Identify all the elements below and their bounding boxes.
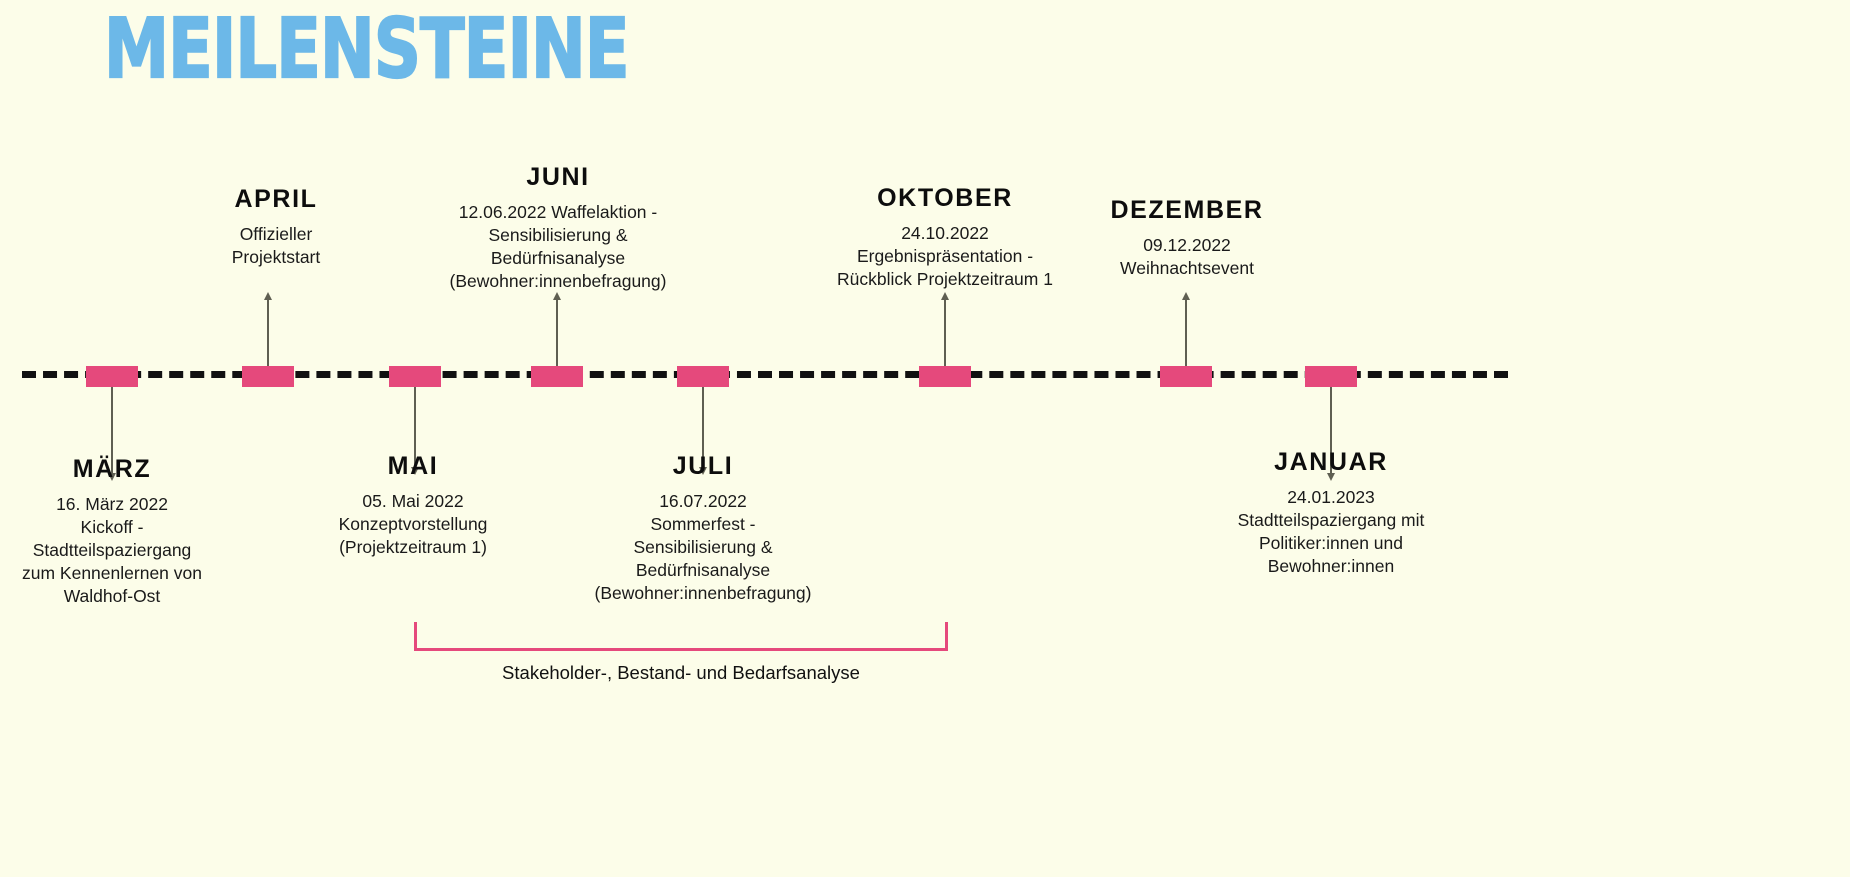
event-connector-line xyxy=(556,298,558,366)
event-description-line: Sommerfest - xyxy=(650,513,756,534)
event-month-label: JULI xyxy=(672,452,734,480)
timeline-marker xyxy=(1305,366,1357,387)
event-description-line: Stadtteilspaziergang mit xyxy=(1237,509,1425,530)
event-description-line: Sensibilisierung & xyxy=(633,536,773,557)
event-description-line: (Bewohner:innenbefragung) xyxy=(594,582,812,603)
event-description-line: 12.06.2022 Waffelaktion - xyxy=(458,201,658,222)
event-description-line: 09.12.2022 xyxy=(1143,234,1231,255)
timeline-marker xyxy=(389,366,441,387)
event-connector-arrowhead xyxy=(1326,473,1335,481)
event-month-label: APRIL xyxy=(234,185,318,213)
event-description-line: Stadtteilspaziergang xyxy=(32,539,192,560)
event-month-label: JANUAR xyxy=(1274,448,1388,476)
event-connector-arrowhead xyxy=(410,467,419,475)
event-description-line: Bewohner:innen xyxy=(1267,555,1395,576)
timeline-marker xyxy=(919,366,971,387)
event-description-line: (Projektzeitraum 1) xyxy=(339,536,487,557)
event-description-line: 16.07.2022 xyxy=(659,490,747,511)
event-description-line: Projektstart xyxy=(231,246,321,267)
timeline-axis xyxy=(22,371,1508,378)
analysis-phase-label: Stakeholder-, Bestand- und Bedarfsanalys… xyxy=(502,662,860,683)
event-description-line: Weihnachtsevent xyxy=(1120,257,1254,278)
event-connector-arrowhead xyxy=(107,473,116,481)
event-description-line: Ergebnispräsentation - xyxy=(856,245,1034,266)
timeline-marker xyxy=(677,366,729,387)
event-connector-line xyxy=(944,298,946,366)
event-month-label: JUNI xyxy=(526,163,590,191)
event-description-line: Konzeptvorstellung xyxy=(338,513,488,534)
event-month-label: MÄRZ xyxy=(72,455,152,483)
event-description-line: Bedürfnisanalyse xyxy=(490,247,626,268)
event-connector-line xyxy=(414,387,416,469)
event-connector-line xyxy=(267,298,269,366)
event-connector-line xyxy=(111,387,113,475)
event-month-label: MAI xyxy=(387,452,439,480)
event-description-line: Bedürfnisanalyse xyxy=(635,559,771,580)
timeline-marker xyxy=(242,366,294,387)
event-description-line: Politiker:innen und xyxy=(1259,532,1403,553)
timeline-marker xyxy=(1160,366,1212,387)
event-description: 12.06.2022 Waffelaktion -Sensibilisierun… xyxy=(378,201,738,293)
event-description-line: Kickoff - xyxy=(80,516,144,537)
event-description-line: Offizieller xyxy=(239,223,313,244)
event-connector-arrowhead xyxy=(1181,292,1190,300)
timeline-marker xyxy=(86,366,138,387)
event-connector-arrowhead xyxy=(552,292,561,300)
event-description-line: 24.10.2022 xyxy=(901,222,989,243)
event-connector-line xyxy=(1330,387,1332,475)
analysis-phase-bracket xyxy=(414,622,948,651)
event-connector-arrowhead xyxy=(263,292,272,300)
timeline-marker xyxy=(531,366,583,387)
event-month-label: OKTOBER xyxy=(877,184,1013,212)
event-connector-line xyxy=(702,387,704,469)
event-description-line: (Bewohner:innenbefragung) xyxy=(449,270,667,291)
event-connector-line xyxy=(1185,298,1187,366)
event-description-line: Waldhof-Ost xyxy=(63,585,161,606)
event-description-line: 16. März 2022 xyxy=(56,493,168,514)
event-block-juni: JUNI 12.06.2022 Waffelaktion -Sensibilisi… xyxy=(378,163,738,293)
event-description-line: Rückblick Projektzeitraum 1 xyxy=(837,268,1053,289)
event-description-line: 24.01.2023 xyxy=(1287,486,1375,507)
event-description-line: Sensibilisierung & xyxy=(488,224,628,245)
event-description-line: zum Kennenlernen von xyxy=(22,562,202,583)
event-month-label: DEZEMBER xyxy=(1110,196,1264,224)
event-connector-arrowhead xyxy=(940,292,949,300)
event-connector-arrowhead xyxy=(698,467,707,475)
event-description-line: 05. Mai 2022 xyxy=(362,490,464,511)
page-title: MEILENSTEINE xyxy=(103,0,630,97)
